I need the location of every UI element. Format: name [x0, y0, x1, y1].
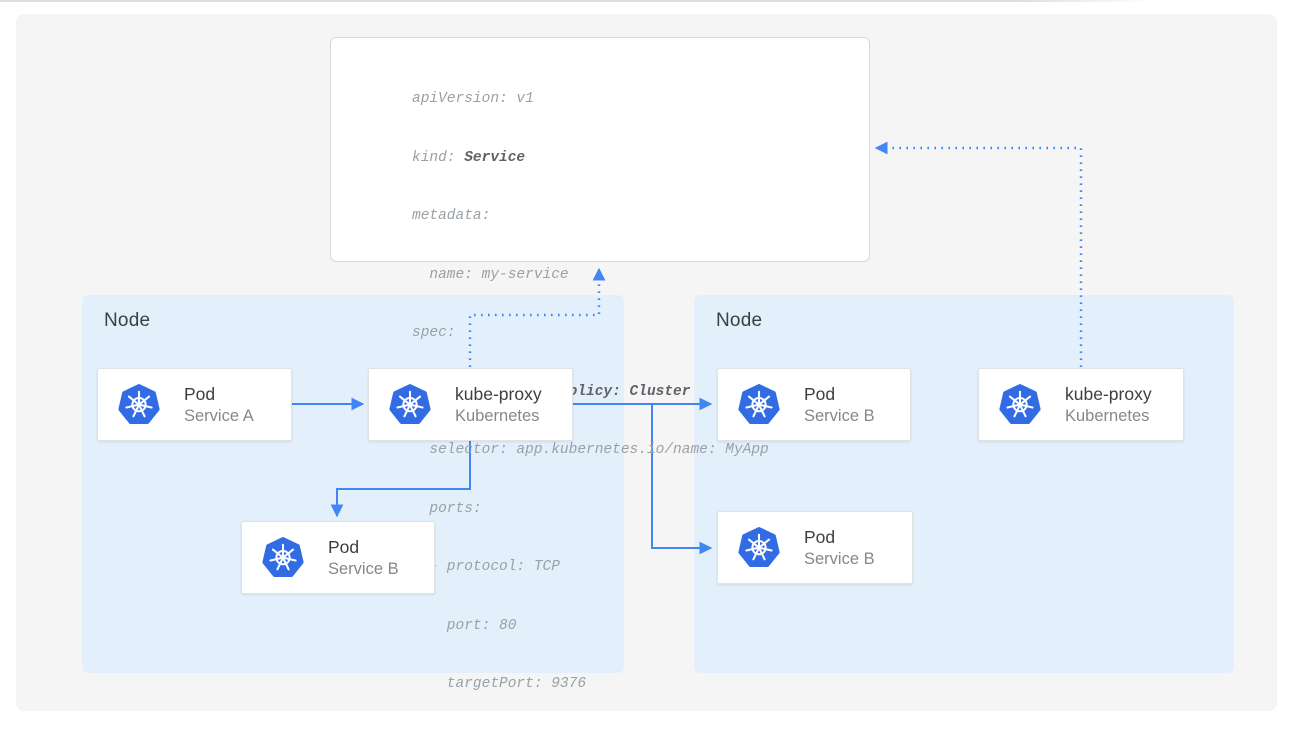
top-divider: [0, 0, 1155, 2]
pod-subtitle: Service B: [804, 406, 875, 425]
yaml-line: apiVersion: v1: [412, 91, 534, 107]
kube-proxy-left-card: kube-proxy Kubernetes: [368, 368, 573, 441]
yaml-line: ports:: [412, 500, 482, 517]
pod-service-a-card: Pod Service A: [97, 368, 292, 441]
pod-subtitle: Service B: [804, 549, 875, 568]
yaml-line: metadata:: [412, 208, 491, 224]
yaml-line: selector: app.kubernetes.io/name: MyApp: [412, 442, 769, 458]
kubernetes-logo-icon: [999, 383, 1041, 424]
pod-title: Pod: [804, 383, 836, 404]
yaml-line: name: my-service: [412, 266, 569, 283]
pod-title: Pod: [804, 526, 836, 547]
kube-proxy-subtitle: Kubernetes: [455, 406, 540, 425]
node-right-label: Node: [716, 310, 763, 331]
kubernetes-logo-icon: [738, 383, 780, 424]
pod-subtitle: Service A: [184, 406, 254, 425]
service-yaml-card: apiVersion: v1 kind: Service metadata: n…: [330, 37, 870, 692]
yaml-line: spec:: [412, 325, 456, 341]
yaml-line: port: 80: [412, 617, 517, 634]
kube-proxy-title: kube-proxy: [455, 383, 542, 404]
pod-service-b-left-card: Pod Service B: [241, 521, 435, 594]
kubernetes-logo-icon: [389, 383, 431, 424]
kube-proxy-right-card: kube-proxy Kubernetes: [978, 368, 1184, 441]
yaml-line: targetPort: 9376: [412, 676, 587, 692]
pod-service-b-right-bottom-card: Pod Service B: [717, 511, 913, 584]
pod-title: Pod: [328, 536, 360, 557]
kubernetes-logo-icon: [118, 383, 160, 424]
pod-title: Pod: [184, 383, 216, 404]
kube-proxy-subtitle: Kubernetes: [1065, 406, 1150, 425]
node-left-label: Node: [104, 310, 151, 331]
pod-service-b-right-top-card: Pod Service B: [717, 368, 911, 441]
kubernetes-logo-icon: [262, 536, 304, 577]
kubernetes-logo-icon: [738, 526, 780, 567]
kube-proxy-title: kube-proxy: [1065, 383, 1152, 404]
pod-subtitle: Service B: [328, 559, 399, 578]
yaml-line: kind: Service: [412, 149, 526, 166]
